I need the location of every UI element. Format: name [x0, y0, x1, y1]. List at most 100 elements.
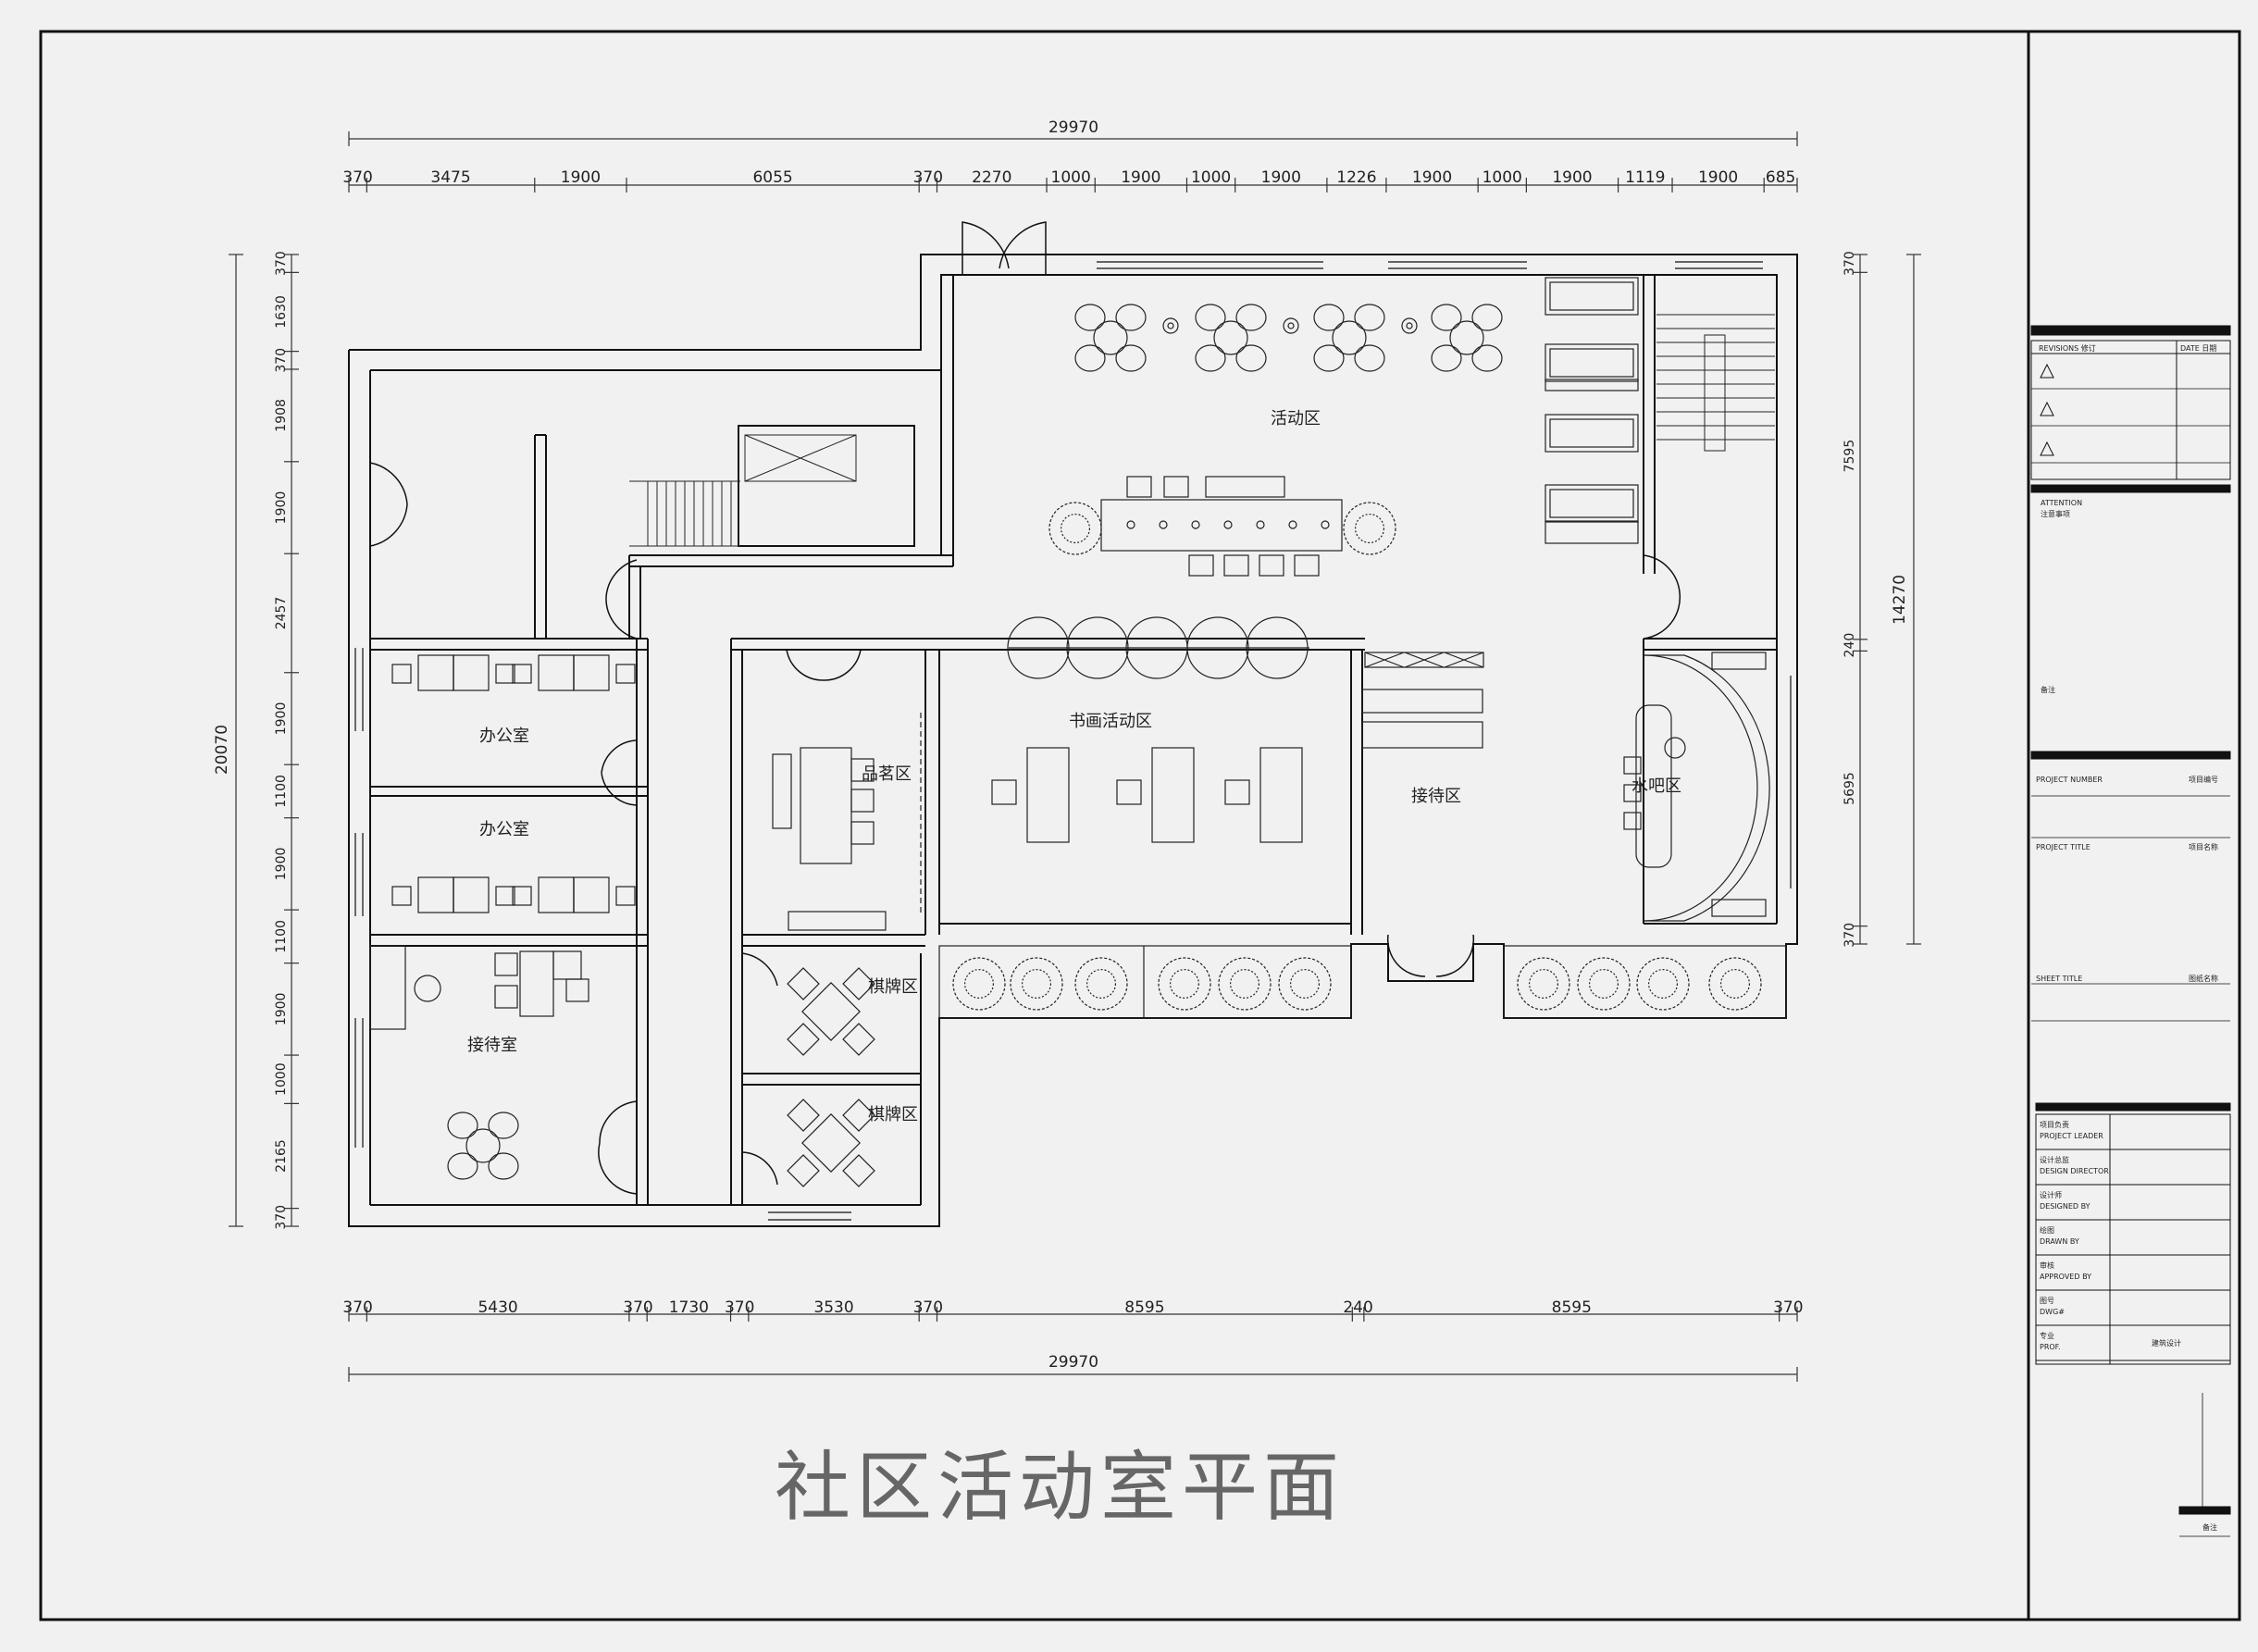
revision-markers — [2040, 363, 2054, 456]
tb-row-cn: 绘图 — [2040, 1225, 2054, 1235]
tb-stamp: 备注 — [2202, 1522, 2217, 1532]
dim-label: 370 — [1773, 1298, 1803, 1317]
room-label-chess-2: 棋牌区 — [868, 1105, 918, 1124]
dim-label: 1119 — [1625, 168, 1665, 187]
tb-row-en: APPROVED BY — [2040, 1273, 2091, 1281]
dim-label: 5695 — [1842, 772, 1857, 805]
room-label-reception-zone: 接待区 — [1411, 787, 1461, 806]
tb-revisions: REVISIONS 修订 — [2039, 343, 2096, 353]
tb-row-cn: 审核 — [2040, 1261, 2054, 1270]
dim-label: 370 — [274, 251, 289, 276]
tb-attention-sub: 注意事项 — [2041, 509, 2070, 518]
dim-label: 1900 — [561, 168, 601, 187]
tb-row-cn: 设计总监 — [2040, 1155, 2069, 1164]
dim-label: 370 — [1842, 923, 1857, 948]
tb-row-en: DESIGNED BY — [2040, 1202, 2091, 1211]
dim-label: 1900 — [1121, 168, 1160, 187]
tb-row-cn: 专业 — [2040, 1331, 2054, 1340]
dim-label: 370 — [274, 1205, 289, 1230]
drawing-frame — [39, 30, 2241, 1621]
room-label-reception-room: 接待室 — [467, 1036, 517, 1055]
dim-label: 370 — [725, 1298, 754, 1317]
dim-label: 370 — [274, 348, 289, 373]
top-dimension-ticks — [229, 131, 1921, 1382]
room-label-chess-1: 棋牌区 — [868, 977, 918, 997]
room-label-office-1: 办公室 — [479, 727, 529, 746]
dim-label: 370 — [342, 168, 372, 187]
dim-label: 5430 — [478, 1298, 517, 1317]
furniture — [369, 277, 1787, 1187]
tb-date: DATE 日期 — [2180, 344, 2216, 353]
dim-label: 1000 — [1051, 168, 1091, 187]
tb-attention: ATTENTION — [2041, 499, 2082, 507]
title-block — [2028, 325, 2231, 1620]
dim-label: 370 — [342, 1298, 372, 1317]
tb-row-cn: 设计师 — [2040, 1190, 2062, 1199]
dim-label: 685 — [1766, 168, 1795, 187]
dim-label: 1900 — [1412, 168, 1452, 187]
tb-project-title: PROJECT TITLE — [2036, 843, 2091, 851]
dim-label: 370 — [913, 1298, 943, 1317]
dim-right-total: 14270 — [1891, 575, 1909, 625]
tb-sheet-title-val: 图纸名称 — [2189, 974, 2218, 983]
dim-label: 1900 — [1698, 168, 1738, 187]
dim-label: 240 — [1842, 633, 1857, 658]
dim-label: 1000 — [1191, 168, 1231, 187]
dim-label: 1900 — [274, 491, 289, 525]
tb-project-title-val: 项目名称 — [2189, 842, 2218, 851]
dim-label: 3530 — [813, 1298, 853, 1317]
room-label-water-bar: 水吧区 — [1631, 776, 1681, 796]
tb-row-val: 建筑设计 — [2152, 1338, 2181, 1348]
dim-overall-bottom: 29970 — [1048, 1353, 1098, 1372]
dim-label: 1908 — [274, 399, 289, 432]
dim-overall-top: 29970 — [1048, 118, 1098, 137]
dim-label: 1900 — [1261, 168, 1301, 187]
dim-label: 1000 — [1483, 168, 1522, 187]
dim-label: 1630 — [274, 295, 289, 329]
tb-row-en: DRAWN BY — [2040, 1237, 2079, 1246]
dim-left-total: 20070 — [213, 725, 231, 775]
dim-label: 1100 — [274, 775, 289, 808]
room-label-office-2: 办公室 — [479, 820, 529, 839]
dim-label: 7595 — [1842, 440, 1857, 473]
title-block-rows — [2036, 1149, 2230, 1361]
dim-label: 2165 — [274, 1139, 289, 1173]
dim-label: 2457 — [274, 597, 289, 630]
dim-label: 1000 — [274, 1062, 289, 1096]
doors — [369, 221, 1681, 1195]
dim-label: 240 — [1343, 1298, 1372, 1317]
dim-label: 370 — [1842, 251, 1857, 276]
room-label-calligraphy: 书画活动区 — [1069, 712, 1152, 731]
dim-label: 1900 — [274, 993, 289, 1026]
dim-label: 8595 — [1552, 1298, 1592, 1317]
tb-row-en: DWG# — [2040, 1308, 2065, 1316]
staircase-right — [1704, 334, 1726, 452]
tb-row-en: PROJECT LEADER — [2040, 1132, 2103, 1140]
tb-project-number-val: 项目编号 — [2189, 775, 2218, 784]
dim-label: 1900 — [274, 848, 289, 881]
dim-label: 370 — [623, 1298, 652, 1317]
dim-label: 8595 — [1124, 1298, 1164, 1317]
drawing-title: 社区活动室平面 — [775, 1444, 1345, 1532]
tb-row-cn: 图号 — [2040, 1297, 2054, 1305]
title-block-row-text: 项目负责 PROJECT LEADER 设计总监 DESIGN DIRECTOR 设计师… — [2040, 1120, 2181, 1351]
dim-label: 1226 — [1336, 168, 1376, 187]
dim-label: 6055 — [752, 168, 792, 187]
dimension-lines — [235, 138, 1915, 1375]
tb-note: 备注 — [2041, 685, 2055, 694]
room-label-tea: 品茗区 — [862, 764, 912, 784]
tb-project-number: PROJECT NUMBER — [2036, 776, 2103, 784]
dim-label: 1730 — [669, 1298, 709, 1317]
dimension-labels: 370 3475 1900 6055 370 2270 1000 1900 1000 1900 12… — [274, 168, 1857, 1317]
dim-label: 1100 — [274, 920, 289, 953]
tb-row-en: DESIGN DIRECTOR — [2040, 1167, 2109, 1175]
dim-label: 2270 — [972, 168, 1011, 187]
tb-row-cn: 项目负责 — [2040, 1120, 2069, 1129]
room-label-activity: 活动区 — [1271, 409, 1321, 429]
tb-row-en: PROF. — [2040, 1343, 2061, 1351]
windows — [354, 261, 1792, 1221]
stair-steps — [647, 314, 1775, 546]
dim-label: 3475 — [430, 168, 470, 187]
dim-label: 370 — [913, 168, 943, 187]
